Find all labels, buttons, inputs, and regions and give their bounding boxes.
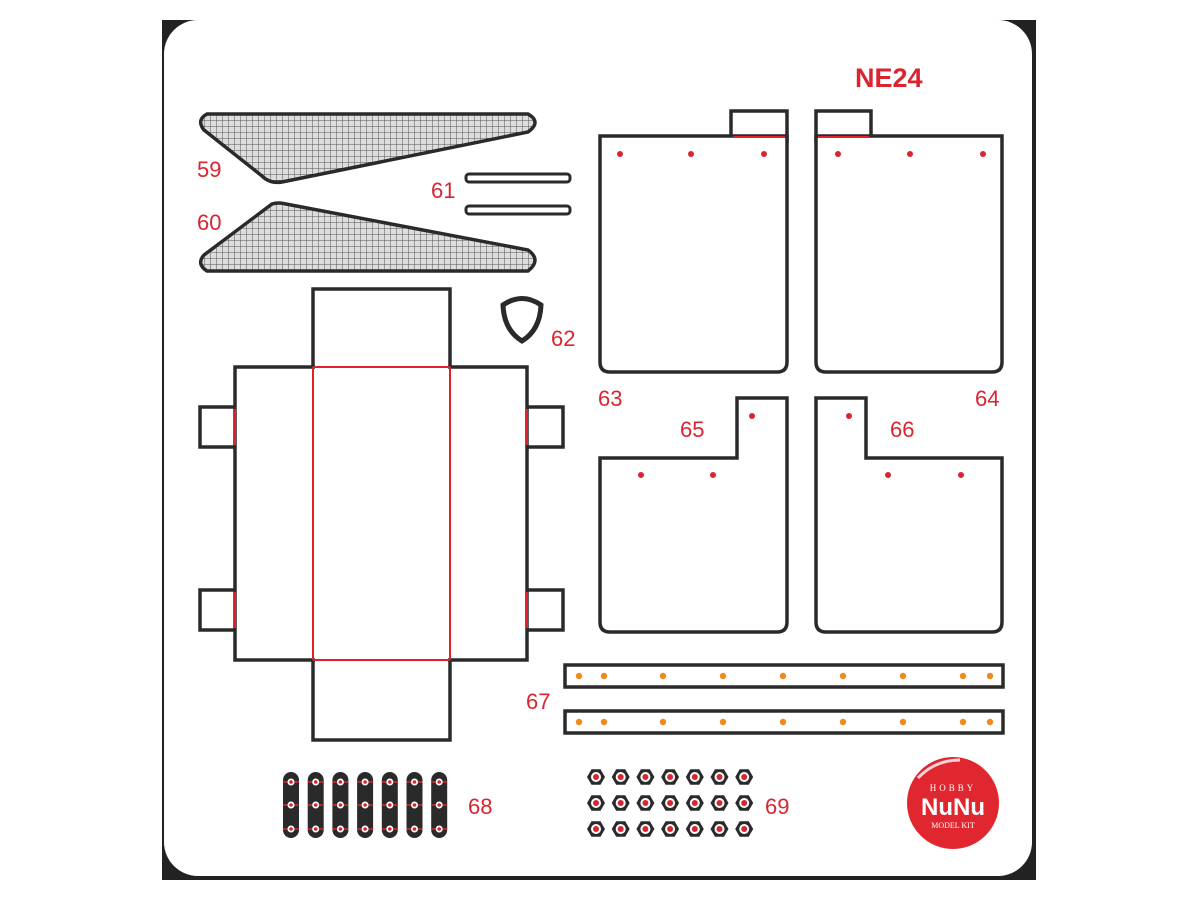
hole [779, 672, 787, 680]
hex-nut-center [741, 826, 748, 832]
part-65-mudflap [598, 396, 789, 634]
hole [600, 718, 608, 726]
part-69-hex-nuts [587, 769, 754, 837]
plate-hole-center [289, 780, 293, 784]
plate-hole-center [437, 803, 442, 807]
hex-nut-center [642, 800, 649, 806]
hole [839, 672, 847, 680]
plate-hole-center [313, 780, 318, 784]
hole [600, 672, 608, 680]
label-65: 65 [680, 417, 704, 442]
hole [986, 718, 994, 726]
hobby-nunu-logo: HOBBY NuNu MODEL KIT [907, 757, 999, 849]
plate-hole-center [388, 827, 392, 831]
hole [719, 672, 727, 680]
hole [575, 718, 583, 726]
plate-hole-center [437, 827, 442, 831]
label-68: 68 [468, 794, 492, 819]
plate-hole-center [412, 827, 417, 831]
part-66-mudflap [814, 396, 1004, 634]
hex-nut-center [716, 774, 723, 780]
part-60-mesh [198, 201, 537, 273]
label-69: 69 [765, 794, 789, 819]
plate-hole-center [412, 803, 417, 807]
hex-nut-center [741, 774, 748, 780]
part-67-strips [563, 663, 1005, 735]
hex-nut-center [593, 826, 599, 832]
plate-hole-center [412, 780, 417, 784]
label-61: 61 [431, 178, 455, 203]
label-60: 60 [197, 210, 221, 235]
label-67: 67 [526, 689, 550, 714]
label-66: 66 [890, 417, 914, 442]
logo-top-text: HOBBY [930, 783, 977, 793]
part-68-plates [283, 772, 448, 838]
part-63-mudflap [598, 109, 789, 374]
plate-hole-center [338, 803, 343, 807]
plate-hole-center [338, 780, 343, 784]
hex-nut-center [691, 800, 698, 806]
hex-nut-center [642, 826, 649, 832]
label-64: 64 [975, 386, 999, 411]
part-62-shield [500, 296, 544, 344]
hex-nut-center [691, 774, 698, 780]
part-59-mesh [198, 112, 537, 185]
plate-hole-center [388, 803, 392, 807]
plate-hole-center [338, 827, 343, 831]
hex-nut-center [593, 774, 599, 780]
label-62: 62 [551, 326, 575, 351]
hex-nut-center [617, 800, 624, 806]
plate-hole-center [363, 827, 367, 831]
hex-nut-center [741, 800, 748, 806]
plate-hole-center [437, 780, 442, 784]
plate-hole-center [363, 780, 367, 784]
hole [659, 718, 667, 726]
hole [899, 672, 907, 680]
hex-nut-center [716, 800, 723, 806]
hex-nut-center [667, 826, 674, 832]
label-59: 59 [197, 157, 221, 182]
label-63: 63 [598, 386, 622, 411]
part-61-rods [464, 172, 572, 216]
hole [959, 672, 967, 680]
part-64-mudflap [814, 109, 1004, 374]
hole [659, 672, 667, 680]
hole [899, 718, 907, 726]
hole [779, 718, 787, 726]
plate-hole-center [388, 780, 392, 784]
hex-nut-center [642, 774, 649, 780]
hole [719, 718, 727, 726]
hole [959, 718, 967, 726]
plate-hole-center [363, 803, 367, 807]
hole [986, 672, 994, 680]
logo-bottom-text: MODEL KIT [931, 821, 975, 830]
hex-nut-center [716, 826, 723, 832]
hex-nut-center [593, 800, 599, 806]
plate-hole-center [289, 803, 293, 807]
plate-hole-center [289, 827, 293, 831]
hex-nut-center [667, 800, 674, 806]
logo-main-text: NuNu [921, 794, 985, 821]
sheet-title: NE24 [855, 63, 923, 93]
hex-nut-center [617, 774, 624, 780]
hole [575, 672, 583, 680]
part-box-unfolded [198, 287, 565, 742]
plate-hole-center [313, 827, 318, 831]
hex-nut-center [667, 774, 674, 780]
hex-nut-center [617, 826, 624, 832]
hex-nut-center [691, 826, 698, 832]
hole [839, 718, 847, 726]
plate-hole-center [313, 803, 318, 807]
